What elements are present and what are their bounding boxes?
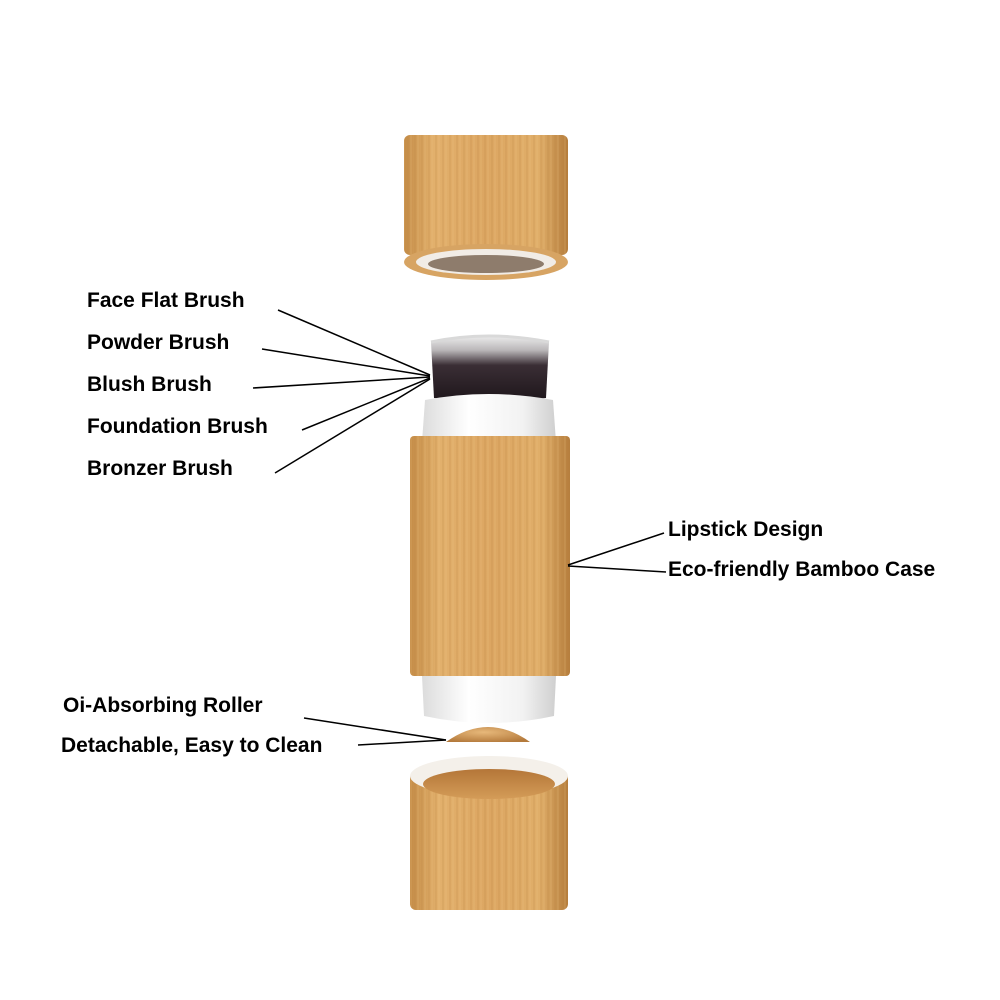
roller-holder [422,676,556,723]
label-blush-brush: Blush Brush [87,373,212,396]
brush-head [430,334,550,401]
bottom-bamboo-cap [410,756,568,910]
roller-leader-lines [303,717,447,746]
label-detachable-easy-to-clean: Detachable, Easy to Clean [61,734,323,757]
label-face-flat-brush: Face Flat Brush [87,289,245,312]
main-bamboo-case [410,436,570,676]
brush-leader-lines [252,309,431,474]
label-foundation-brush: Foundation Brush [87,415,268,438]
top-bamboo-cap [404,135,568,280]
label-oil-absorbing-roller: Oi-Absorbing Roller [63,694,263,717]
label-lipstick-design: Lipstick Design [668,518,824,541]
oil-absorbing-roller [446,727,530,742]
case-leader-lines [567,532,667,573]
brush-ferrule [422,394,556,442]
label-bronzer-brush: Bronzer Brush [87,457,233,480]
label-powder-brush: Powder Brush [87,331,230,354]
label-eco-friendly-bamboo-case: Eco-friendly Bamboo Case [668,558,936,581]
